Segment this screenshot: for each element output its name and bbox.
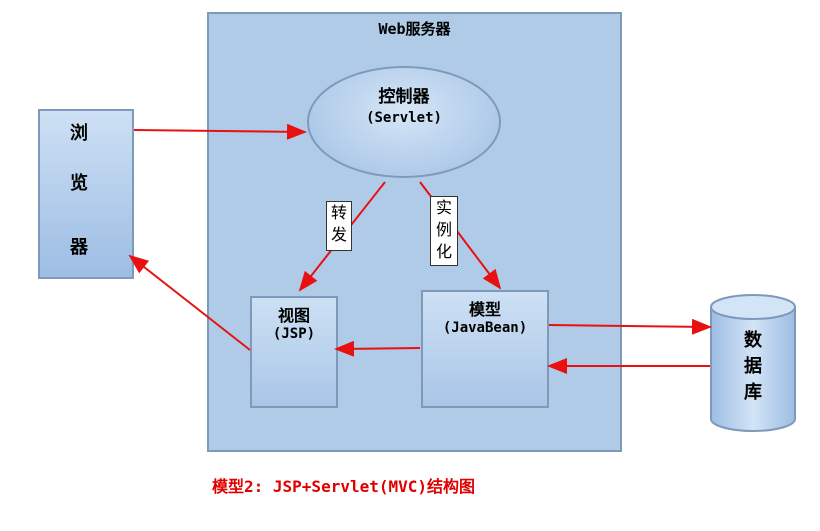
arrow-model-to-view — [334, 340, 421, 357]
browser-box: 浏 览 器 — [38, 109, 134, 279]
forward-note: 转 发 — [326, 201, 352, 251]
database-label-char: 据 — [744, 356, 762, 377]
instantiate-note-char: 例 — [435, 220, 452, 239]
view-box: 视图 (JSP) — [250, 296, 338, 408]
browser-label-char: 浏 — [70, 123, 88, 144]
view-title: 视图 — [277, 306, 310, 325]
database-label: 数 据 库 — [711, 318, 795, 428]
database-cylinder — [710, 294, 796, 432]
web-server-title: Web服务器 — [378, 20, 451, 38]
controller-ellipse: 控制器 (Servlet) — [307, 66, 501, 178]
controller-title: 控制器 — [378, 87, 430, 107]
controller-subtitle: (Servlet) — [366, 110, 442, 126]
instantiate-note: 实 例 化 — [430, 196, 458, 266]
model-title: 模型 — [468, 300, 501, 319]
instantiate-note-char: 实 — [435, 198, 452, 217]
view-subtitle: (JSP) — [272, 326, 316, 342]
arrow-browser-to-controller — [133, 123, 307, 140]
browser-label-char: 器 — [70, 237, 88, 258]
diagram-caption: 模型2: JSP+Servlet(MVC)结构图 — [212, 477, 476, 496]
model-subtitle: (JavaBean) — [442, 320, 528, 336]
instantiate-note-char: 化 — [435, 242, 452, 261]
database-label-char: 数 — [744, 330, 762, 351]
database-label-char: 库 — [744, 382, 762, 403]
arrow-view-to-browser — [128, 254, 251, 351]
forward-note-char: 转 — [330, 203, 347, 222]
forward-note-char: 发 — [330, 225, 347, 244]
browser-label-char: 览 — [70, 173, 88, 194]
arrow-model-to-database — [548, 318, 712, 335]
model-box: 模型 (JavaBean) — [421, 290, 549, 408]
